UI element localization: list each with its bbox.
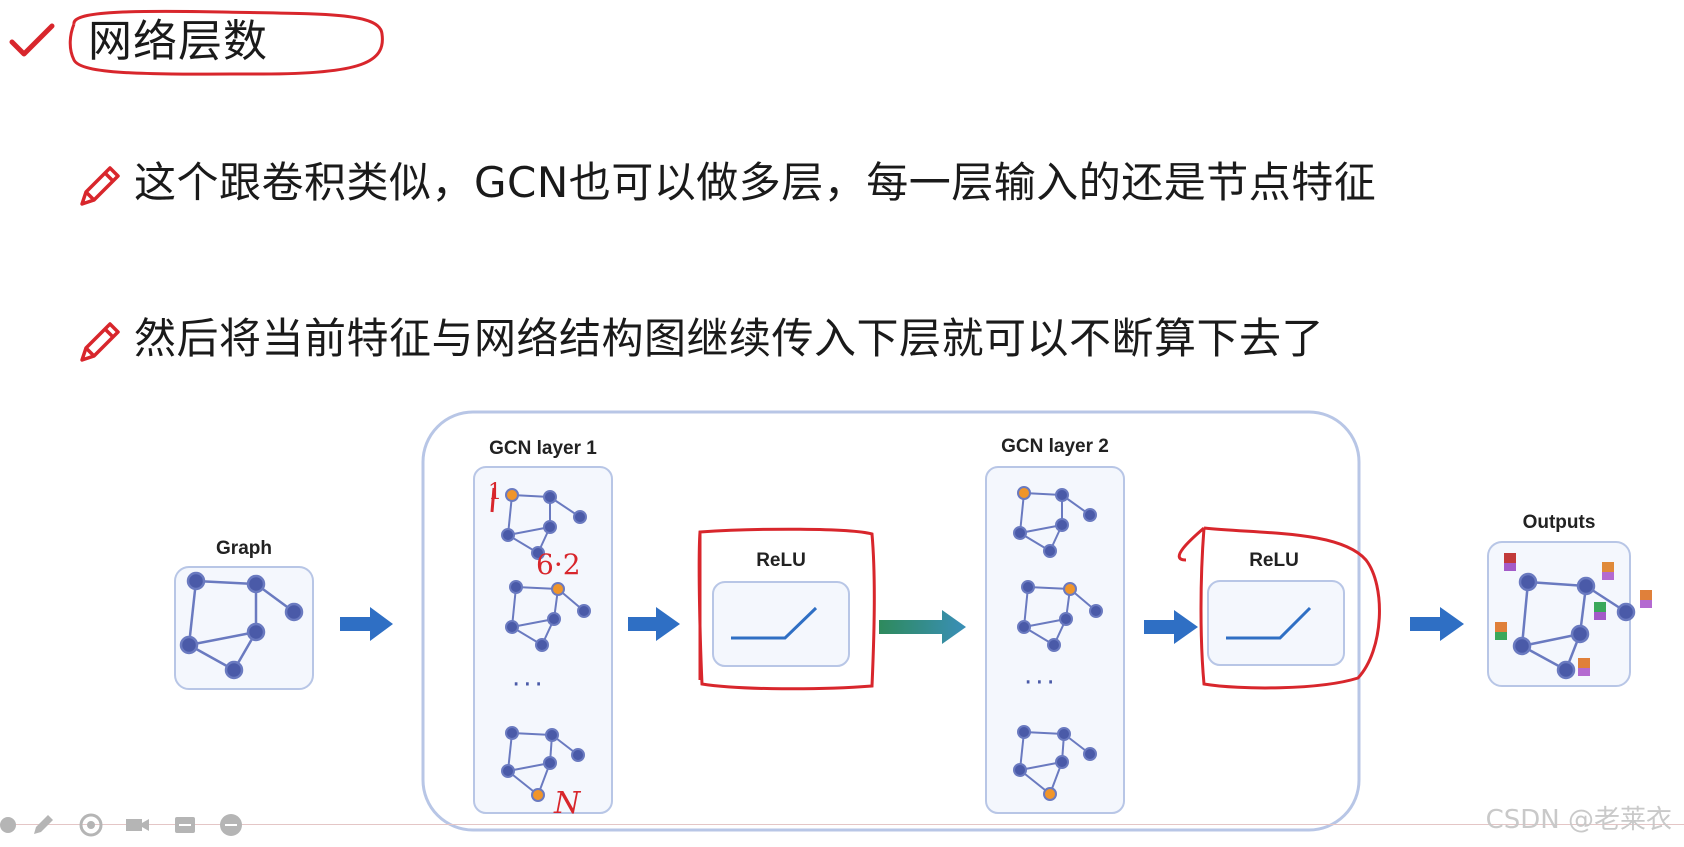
bullet-text-2: 然后将当前特征与网络结构图继续传入下层就可以不断算下去了	[134, 314, 1325, 363]
watermark: CSDN @老莱衣	[1485, 805, 1672, 835]
bullet-text-1: 这个跟卷积类似，GCN也可以做多层，每一层输入的还是节点特征	[134, 158, 1377, 207]
pencil-icon	[80, 166, 120, 206]
arrow-5	[1410, 607, 1464, 641]
pen-icon[interactable]	[30, 812, 56, 838]
graph-node	[551, 582, 565, 596]
circle-icon[interactable]	[0, 812, 26, 838]
graph-node	[1083, 747, 1097, 761]
graph-node	[186, 571, 206, 591]
graph-node	[1017, 486, 1031, 500]
gcn-container	[421, 410, 1361, 832]
camera-icon[interactable]	[124, 812, 150, 838]
graph-node	[1047, 638, 1061, 652]
graph-node	[1055, 488, 1069, 502]
output-graph	[1512, 572, 1636, 680]
graph-node	[1055, 518, 1069, 532]
graph-node	[531, 546, 545, 560]
graph-node	[1013, 526, 1027, 540]
gcn-layer-1-label: GCN layer 1	[489, 438, 597, 459]
graph-node	[509, 580, 523, 594]
graph-node	[1556, 660, 1576, 680]
pencil-icon	[80, 322, 120, 362]
relu-2-label: ReLU	[1249, 550, 1299, 571]
graph-node	[1021, 580, 1035, 594]
graph-node	[246, 574, 266, 594]
graph-node	[505, 620, 519, 634]
graph-node	[224, 660, 244, 680]
graph-node	[573, 510, 587, 524]
graph-node	[1017, 725, 1031, 739]
graph-node	[543, 490, 557, 504]
graph-node	[1017, 620, 1031, 634]
graph-node	[1576, 576, 1596, 596]
target-icon[interactable]	[78, 812, 104, 838]
gcn-layer-2-label: GCN layer 2	[1001, 436, 1109, 457]
graph-node	[1063, 582, 1077, 596]
arrow-4	[1144, 610, 1198, 644]
graph-label: Graph	[216, 538, 272, 559]
red-tick-left	[490, 487, 496, 513]
graph-node	[1570, 624, 1590, 644]
graph-node	[543, 756, 557, 770]
annotation-mark-mid: 6·2	[536, 548, 581, 581]
layer1-graph-1	[501, 488, 587, 560]
relu-2-curve	[1226, 606, 1312, 640]
relu-1-red-box	[697, 527, 876, 691]
layer1-graph-2	[505, 580, 591, 652]
graph-node	[1055, 755, 1069, 769]
relu-1-curve	[731, 606, 818, 640]
graph-node	[501, 528, 515, 542]
annotation-mark-bottom: N	[554, 786, 581, 821]
graph-node	[505, 726, 519, 740]
check-icon	[9, 23, 55, 57]
title-circle	[68, 9, 384, 76]
relu-2-inner-box	[1207, 580, 1345, 666]
graph-node	[547, 612, 561, 626]
graph-node	[179, 635, 199, 655]
subtitle-icon[interactable]	[172, 812, 198, 838]
graph-node	[246, 622, 266, 642]
gcn-diagram	[174, 410, 1652, 832]
arrow-2	[628, 607, 680, 641]
input-graph	[179, 571, 304, 680]
toolbar-line	[0, 824, 1684, 825]
ellipsis-1: ···	[512, 670, 546, 700]
slide-title: 网络层数	[88, 16, 268, 67]
graph-node	[1057, 727, 1071, 741]
graph-node	[577, 604, 591, 618]
annotation-mark-top: 1	[488, 480, 502, 505]
graph-node	[1059, 612, 1073, 626]
graph-node	[531, 788, 545, 802]
graph-node	[1083, 508, 1097, 522]
graph-node	[543, 520, 557, 534]
graph-node	[1043, 544, 1057, 558]
graph-node	[505, 488, 519, 502]
relu-2-red-loop	[1177, 526, 1381, 690]
more-icon[interactable]	[218, 812, 244, 838]
layer1-graph-3	[501, 726, 585, 802]
arrow-3	[879, 610, 966, 644]
outputs-label: Outputs	[1522, 512, 1596, 533]
graph-node	[1518, 572, 1538, 592]
arrow-1	[340, 607, 393, 641]
graph-node	[571, 748, 585, 762]
graph-node	[1043, 787, 1057, 801]
graph-node	[284, 602, 304, 622]
layer2-graph-3	[1013, 725, 1097, 801]
graph-node	[1089, 604, 1103, 618]
graph-node	[545, 728, 559, 742]
output-feature-squares	[1495, 553, 1652, 676]
graph-node	[1013, 763, 1027, 777]
relu-1-inner-box	[712, 581, 850, 667]
graph-node	[535, 638, 549, 652]
relu-1-label: ReLU	[756, 550, 806, 571]
layer2-graph-1	[1013, 486, 1097, 558]
graph-node	[501, 764, 515, 778]
graph-box	[174, 566, 314, 690]
ellipsis-2: ···	[1024, 668, 1058, 698]
graph-node	[1616, 602, 1636, 622]
graph-node	[1512, 636, 1532, 656]
layer2-graph-2	[1017, 580, 1103, 652]
